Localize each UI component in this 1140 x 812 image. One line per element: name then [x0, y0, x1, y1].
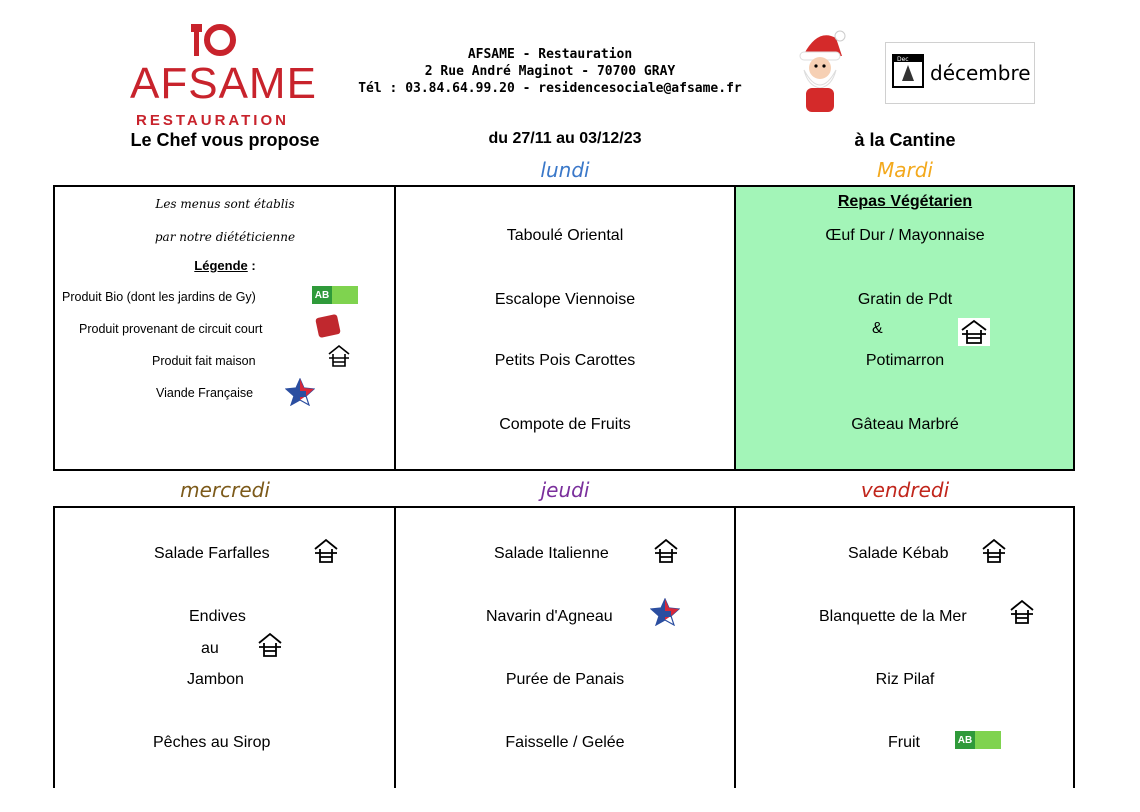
chef-heading: Le Chef vous propose [130, 130, 320, 150]
day-mercredi: mercredi [180, 478, 270, 502]
legend-court: Produit provenant de circuit court [79, 322, 263, 336]
bio-logo-text: AB [312, 286, 332, 304]
month-label: décembre [930, 61, 1031, 85]
legend-title-colon: : [251, 258, 256, 273]
month-badge: Dec décembre [885, 42, 1035, 104]
date-range: du 27/11 au 03/12/23 [488, 130, 642, 147]
legend-viande: Viande Française [156, 386, 254, 400]
french-meat-icon [285, 378, 315, 406]
column-divider [394, 187, 396, 469]
menu-grid-bottom [53, 506, 1075, 788]
legend-title: Légende : [55, 258, 395, 273]
bio-logo-icon: AB [955, 731, 1001, 749]
contact-block: AFSAME - Restauration 2 Rue André Magino… [330, 46, 770, 97]
logo-tagline: RESTAURATION [136, 112, 289, 129]
menu-grid-top [53, 185, 1075, 471]
lundi-starter: Taboulé Oriental [506, 227, 624, 244]
contact-phone-email: Tél : 03.84.64.99.20 - residencesociale@… [358, 81, 742, 96]
vegetarian-cell [735, 187, 1073, 469]
homemade-icon [982, 538, 1006, 563]
day-vendredi: vendredi [860, 478, 950, 502]
legend-note-1: Les menus sont établis [155, 197, 295, 211]
calendar-label: Dec [897, 56, 909, 63]
column-divider [394, 508, 396, 788]
vendredi-dessert: Fruit [888, 734, 920, 751]
legend-title-text: Légende [194, 258, 248, 273]
mercredi-starter: Salade Farfalles [154, 545, 270, 562]
mardi-side: Potimarron [865, 352, 945, 369]
mardi-starter: Œuf Dur / Mayonnaise [825, 227, 985, 244]
jeudi-main: Navarin d'Agneau [486, 608, 613, 625]
legend-note-2: par notre diététicienne [154, 230, 296, 244]
contact-name: AFSAME - Restauration [467, 47, 633, 62]
day-lundi: lundi [540, 158, 590, 182]
homemade-icon [958, 318, 990, 346]
lundi-dessert: Compote de Fruits [499, 416, 631, 433]
mardi-dessert: Gâteau Marbré [851, 416, 959, 433]
jeudi-dessert: Faisselle / Gelée [505, 734, 625, 751]
column-divider [734, 187, 736, 469]
homemade-icon [654, 538, 678, 563]
lundi-main: Escalope Viennoise [494, 291, 636, 308]
santa-icon [799, 30, 846, 112]
french-meat-icon [650, 598, 680, 626]
calendar-icon: Dec [892, 54, 924, 88]
day-mardi: Mardi [877, 158, 933, 182]
legend-maison: Produit fait maison [152, 354, 256, 368]
legend-bio: Produit Bio (dont les jardins de Gy) [62, 290, 256, 304]
contact-address: 2 Rue André Maginot - 70700 GRAY [424, 64, 676, 79]
mardi-main: Gratin de Pdt [857, 291, 953, 308]
lundi-side: Petits Pois Carottes [494, 352, 636, 369]
mardi-and: & [872, 320, 883, 337]
vegetarian-title: Repas Végétarien [837, 193, 973, 210]
vendredi-side: Riz Pilaf [875, 671, 935, 688]
mercredi-main-3: Jambon [187, 671, 244, 688]
fork-plate-icon [191, 24, 236, 56]
homemade-icon [258, 632, 282, 657]
day-jeudi: jeudi [540, 478, 590, 502]
homemade-icon [1010, 599, 1034, 624]
homemade-icon [328, 344, 350, 367]
mercredi-dessert: Pêches au Sirop [153, 734, 271, 751]
jeudi-side: Purée de Panais [505, 671, 625, 688]
afsame-logo: AFSAME RESTAURATION [130, 20, 317, 129]
jeudi-starter: Salade Italienne [494, 545, 609, 562]
place-heading: à la Cantine [854, 130, 956, 150]
bio-logo-icon: AB [312, 286, 358, 304]
column-divider [734, 508, 736, 788]
vendredi-main: Blanquette de la Mer [819, 608, 967, 625]
logo-brand: AFSAME [130, 59, 317, 108]
homemade-icon [314, 538, 338, 563]
mercredi-main-2: au [201, 640, 219, 657]
vendredi-starter: Salade Kébab [848, 545, 949, 562]
mercredi-main-1: Endives [189, 608, 246, 625]
legend-bio-label: Produit Bio (dont les jardins de Gy) [62, 290, 256, 304]
bio-logo-text: AB [955, 731, 975, 749]
